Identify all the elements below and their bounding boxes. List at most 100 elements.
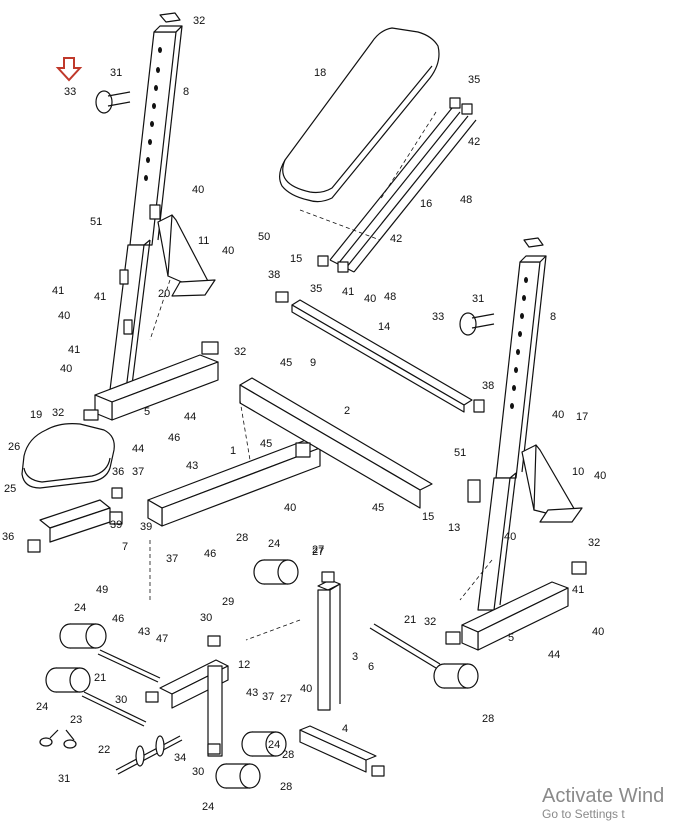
callout-51: 51 [454,447,466,459]
leg-developer-assembly [299,571,441,777]
callout-4: 4 [342,723,348,735]
callout-38: 38 [482,380,494,392]
foam-rollers [45,559,479,789]
callout-41: 41 [52,285,64,297]
callout-42: 42 [390,233,402,245]
callout-21: 21 [94,672,106,684]
callout-37: 37 [132,466,144,478]
callout-23: 23 [70,714,82,726]
callout-21: 21 [404,614,416,626]
callout-13: 13 [448,522,460,534]
callout-30: 30 [115,694,127,706]
callout-6: 6 [368,661,374,673]
crossbar-14 [275,291,485,413]
callout-11: 11 [198,235,209,247]
callout-2: 2 [344,405,350,417]
callout-16: 16 [420,198,432,210]
callout-50: 50 [258,231,270,243]
callout-51: 51 [90,216,102,228]
callout-32: 32 [588,537,600,549]
callout-40: 40 [594,470,606,482]
callout-10: 10 [572,466,584,478]
seat-pad [21,423,123,553]
callout-19: 19 [30,409,42,421]
callout-32: 32 [193,15,205,27]
callout-48: 48 [384,291,396,303]
callout-41: 41 [68,344,80,356]
callout-24: 24 [268,739,280,751]
roller-tubes [81,649,183,775]
callout-29: 29 [222,596,234,608]
callout-1: 1 [230,445,236,457]
right-upright-post [467,237,547,611]
callout-36: 36 [112,466,124,478]
callout-45: 45 [372,502,384,514]
callout-49: 49 [96,584,108,596]
callout-46: 46 [168,432,180,444]
callout-15: 15 [290,253,302,265]
callout-40: 40 [552,409,564,421]
callout-15: 15 [422,511,434,523]
callout-43: 43 [186,460,198,472]
callout-33: 33 [432,311,444,323]
callout-37: 37 [262,691,274,703]
callout-40: 40 [364,293,376,305]
callout-44: 44 [548,649,560,661]
callout-32: 32 [52,407,64,419]
callout-33: 33 [64,86,76,98]
callout-7: 7 [122,541,128,553]
right-base-crossbar [445,561,587,651]
callout-43: 43 [246,687,258,699]
callout-32: 32 [424,616,436,628]
callout-31: 31 [110,67,122,79]
left-upright-post [109,12,183,391]
callout-36: 36 [2,531,14,543]
callout-5: 5 [144,406,150,418]
callout-12: 12 [238,659,250,671]
callout-39: 39 [110,519,122,531]
callout-45: 45 [260,438,272,450]
callout-20: 20 [158,288,170,300]
callout-34: 34 [174,752,186,764]
callout-28: 28 [282,749,294,761]
callout-40: 40 [300,683,312,695]
callout-14: 14 [378,321,390,333]
backrest-pad [279,27,477,273]
callout-44: 44 [184,411,196,423]
callout-24: 24 [36,701,48,713]
activation-watermark: Activate Wind Go to Settings t [542,784,679,820]
callout-46: 46 [112,613,124,625]
callout-28: 28 [280,781,292,793]
callout-41: 41 [342,286,354,298]
callout-46: 46 [204,548,216,560]
callout-25: 25 [4,483,16,495]
callout-24: 24 [74,602,86,614]
arrow-marker-icon [55,57,83,82]
callout-28: 28 [236,532,248,544]
callout-45: 45 [280,357,292,369]
callout-39: 39 [140,521,152,533]
callout-31: 31 [472,293,484,305]
callout-42: 42 [468,136,480,148]
callout-24: 24 [268,538,280,550]
callout-30: 30 [192,766,204,778]
callout-40: 40 [60,363,72,375]
callout-44: 44 [132,443,144,455]
callout-40: 40 [284,502,296,514]
front-frame-12 [145,635,229,757]
left-base-crossbar [83,341,219,421]
assembly-guides [149,111,493,641]
callout-35: 35 [310,283,322,295]
watermark-line1: Activate Wind [542,785,665,807]
weight-horns [95,90,495,336]
callout-27: 27 [312,544,324,556]
callout-27: 27 [280,693,292,705]
callout-40: 40 [192,184,204,196]
callout-3: 3 [352,651,358,663]
callout-40: 40 [592,626,604,638]
callout-47: 47 [156,633,168,645]
callout-30: 30 [200,612,212,624]
callout-31: 31 [58,773,70,785]
callout-41: 41 [572,584,584,596]
